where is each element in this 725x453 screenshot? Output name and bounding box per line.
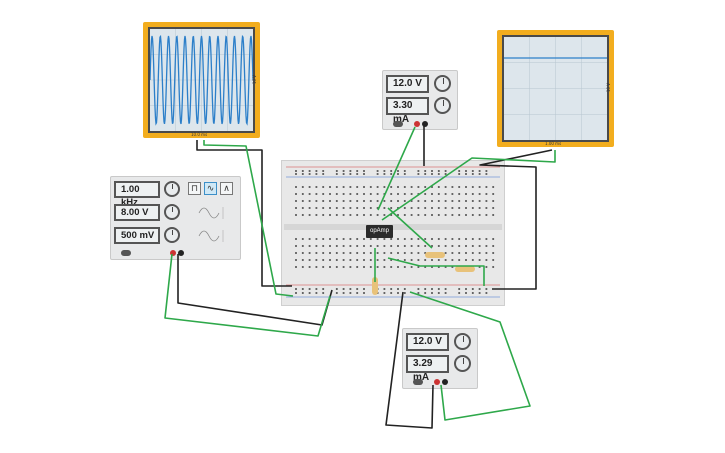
power-supply-bottom[interactable]: 12.0 V 3.29 mA (402, 328, 478, 389)
oscilloscope-right[interactable]: 1.00 ms 10 V (497, 30, 614, 147)
oscilloscope-left-trace (150, 29, 253, 131)
oscilloscope-left-side-label: 10 V (252, 74, 258, 85)
fg-offset-knob[interactable] (164, 227, 180, 243)
psu-top-current-knob[interactable] (434, 97, 451, 114)
psu-bottom-current-knob[interactable] (454, 355, 471, 372)
psu-bottom-negative-terminal[interactable] (442, 379, 448, 385)
fg-negative-terminal[interactable] (178, 250, 184, 256)
oscilloscope-left-screen (148, 27, 255, 133)
psu-bottom-positive-terminal[interactable] (434, 379, 440, 385)
fg-positive-terminal[interactable] (170, 250, 176, 256)
oscilloscope-right-side-label: 10 V (606, 82, 612, 93)
psu-top-power-switch[interactable] (393, 121, 403, 127)
resistor-1[interactable] (425, 252, 445, 258)
breadboard-holes (284, 166, 502, 298)
oscilloscope-left-scale: 10.0 ms (191, 132, 208, 137)
fg-amplitude-knob[interactable] (164, 204, 180, 220)
fg-frequency-knob[interactable] (164, 181, 180, 197)
oscilloscope-right-scale: 1.00 ms (545, 141, 562, 146)
opamp-chip[interactable]: opAmp (366, 225, 393, 238)
fg-waveform-indicators (198, 207, 224, 242)
breadboard[interactable] (281, 160, 505, 306)
psu-top-current-display: 3.30 mA (386, 97, 429, 125)
oscilloscope-right-trace (504, 37, 607, 140)
oscilloscope-right-screen (502, 35, 609, 142)
psu-bottom-power-switch[interactable] (413, 379, 423, 385)
psu-bottom-voltage-knob[interactable] (454, 333, 471, 350)
psu-top-positive-terminal[interactable] (414, 121, 420, 127)
oscilloscope-left[interactable]: 10.0 ms 10 V (143, 22, 260, 138)
resistor-3[interactable] (372, 277, 378, 295)
fg-frequency-display: 1.00 kHz (114, 181, 160, 208)
psu-bottom-voltage-display: 12.0 V (406, 333, 449, 351)
psu-top-voltage-knob[interactable] (434, 75, 451, 92)
function-generator[interactable]: 1.00 kHz 8.00 V 500 mV ⊓ ∿ ∧ (110, 176, 241, 260)
psu-bottom-current-display: 3.29 mA (406, 355, 449, 383)
fg-offset-display: 500 mV (114, 227, 160, 244)
fg-amplitude-display: 8.00 V (114, 204, 160, 221)
resistor-2[interactable] (455, 266, 475, 272)
fg-power-switch[interactable] (121, 250, 131, 256)
psu-top-negative-terminal[interactable] (422, 121, 428, 127)
psu-top-voltage-display: 12.0 V (386, 75, 429, 93)
power-supply-top[interactable]: 12.0 V 3.30 mA (382, 70, 458, 130)
